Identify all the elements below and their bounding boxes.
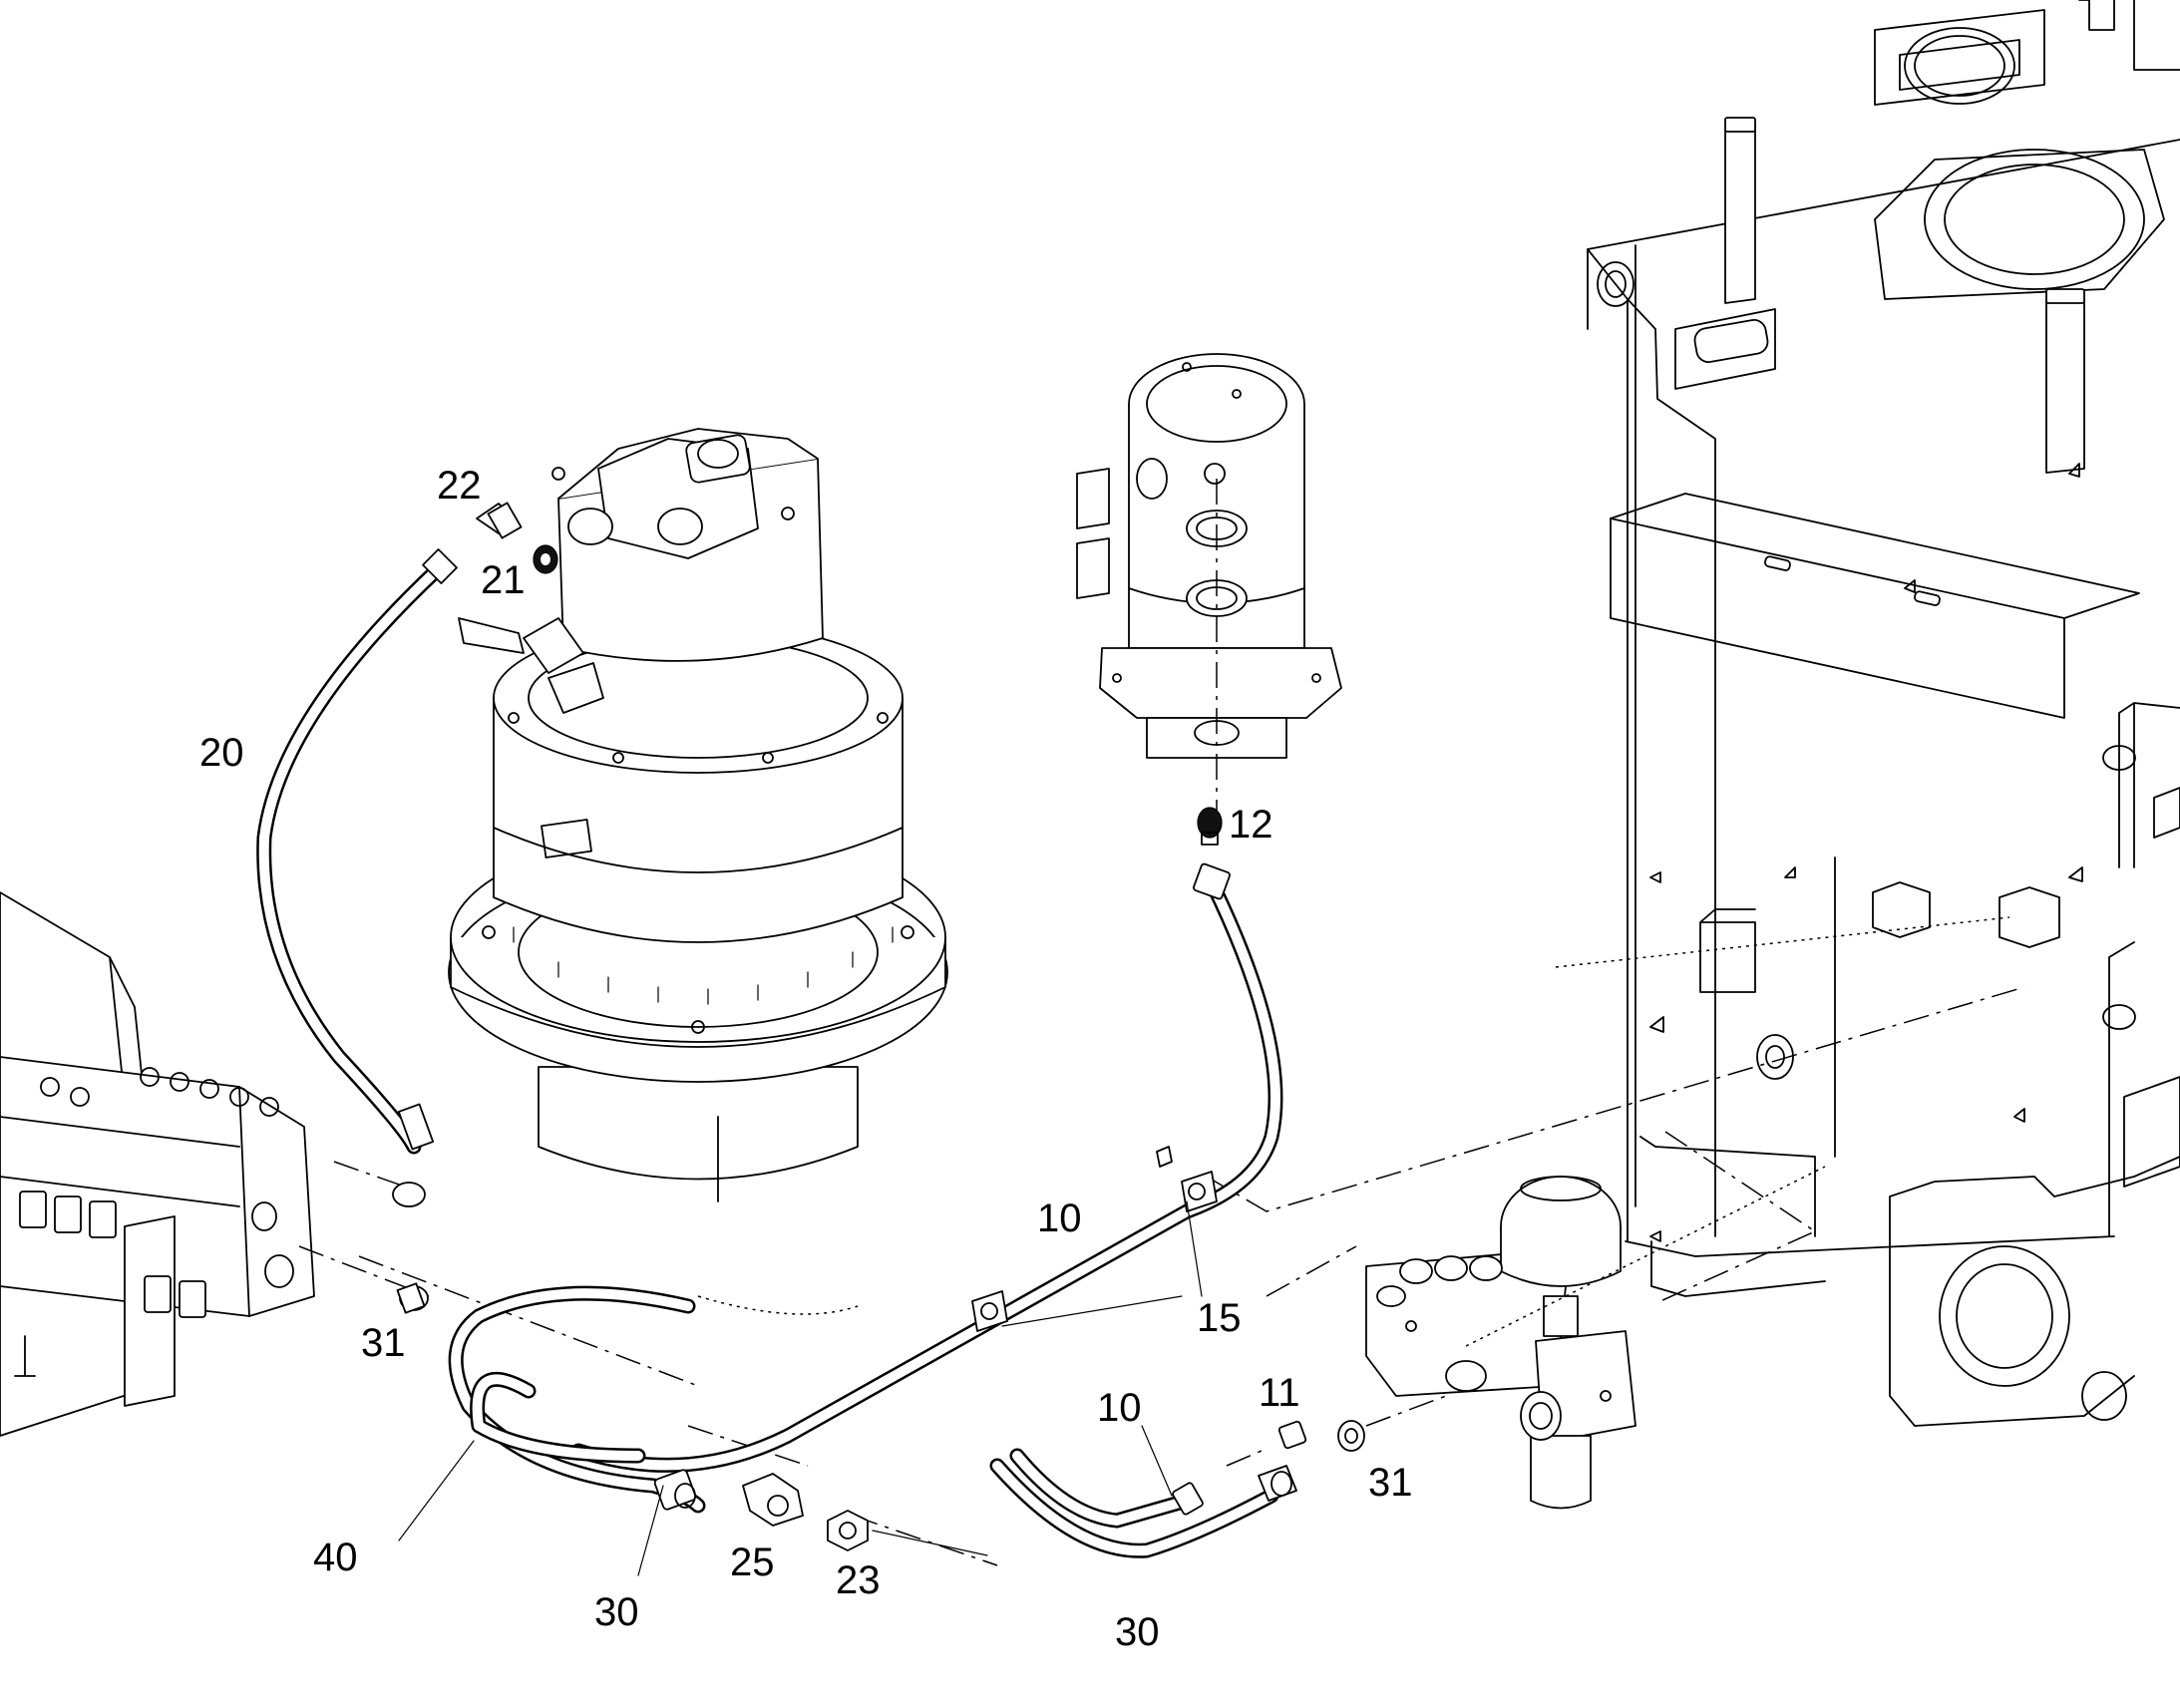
hose-20: [256, 548, 458, 1207]
fitting-22: [476, 502, 523, 539]
fitting-30-end: [653, 1469, 697, 1511]
callout-12: 12: [1229, 803, 1273, 847]
callouts: 22 21 20 12 10 15 31 10 11 31 40 25 23 3…: [199, 464, 1413, 1654]
plug-21: [533, 544, 558, 574]
callout-31-left: 31: [361, 1321, 406, 1365]
clamp-15: [971, 1146, 1218, 1332]
callout-21: 21: [481, 558, 526, 602]
callout-40: 40: [313, 1536, 358, 1579]
fitting-10-lower: [1172, 1465, 1297, 1516]
fitting-12: [1197, 807, 1223, 846]
plug-11: [1277, 1420, 1307, 1450]
upper-frame: [1587, 0, 2180, 1427]
callout-15: 15: [1197, 1296, 1242, 1340]
callout-20: 20: [199, 731, 244, 775]
callout-11: 11: [1259, 1371, 1300, 1415]
hose-30: [989, 1448, 1279, 1558]
callout-10-lower: 10: [1097, 1386, 1142, 1430]
nut-23: [827, 1510, 869, 1551]
swing-motor: [448, 428, 948, 1202]
hose-40: [448, 1285, 706, 1514]
swivel-joint: [1076, 353, 1342, 759]
callout-22: 22: [437, 464, 482, 508]
callout-31-right: 31: [1368, 1461, 1413, 1505]
fitting-25: [742, 1473, 804, 1527]
callout-10-upper: 10: [1037, 1196, 1082, 1240]
control-valve: [0, 891, 315, 1437]
accumulator-valve: [1365, 1176, 1636, 1510]
callout-30-right: 30: [1115, 1610, 1160, 1654]
callout-23: 23: [836, 1558, 881, 1602]
callout-25: 25: [730, 1540, 775, 1584]
callout-30-left: 30: [594, 1590, 639, 1634]
leader-lines: [398, 1200, 1203, 1576]
hose-10-upper: [570, 862, 1283, 1473]
fitting-31-left: [396, 1282, 429, 1314]
fitting-31-right: [1337, 1420, 1365, 1452]
